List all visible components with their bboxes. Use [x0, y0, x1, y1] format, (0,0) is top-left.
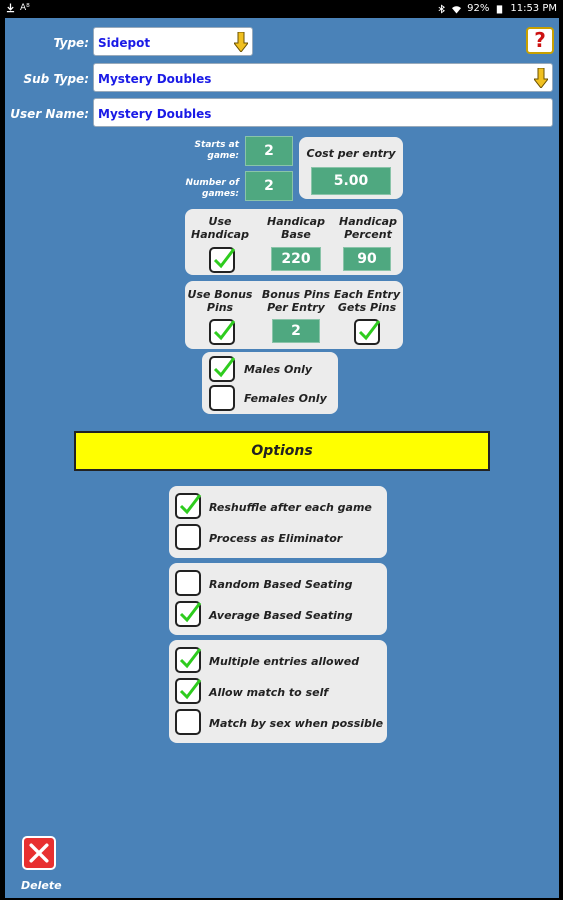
font-icon: A⁸ [20, 3, 30, 13]
username-input[interactable]: Mystery Doubles [93, 98, 553, 127]
seating-options-panel: Random Based Seating Average Based Seati… [169, 563, 387, 635]
use-handicap-checkbox[interactable] [209, 247, 236, 273]
eliminator-label: Process as Eliminator [209, 532, 343, 545]
subtype-label: Sub Type: [23, 72, 89, 86]
multiple-entries-label: Multiple entries allowed [209, 655, 360, 668]
checkmark-icon [179, 602, 202, 623]
checkmark-icon [213, 320, 236, 341]
checkmark-icon [213, 357, 236, 378]
checkmark-icon [179, 494, 202, 515]
average-seating-checkbox[interactable] [175, 601, 202, 627]
type-value: Sidepot [98, 36, 151, 50]
checkmark-icon [358, 320, 381, 341]
eliminator-checkbox[interactable] [175, 524, 201, 550]
handicap-base-input[interactable]: 220 [271, 247, 321, 271]
match-options-panel: Multiple entries allowed Allow match to … [169, 640, 387, 743]
each-entry-gets-pins-label: Each Entry Gets Pins [333, 288, 401, 314]
battery-icon [497, 4, 503, 14]
handicap-base-label: Handicap Base [267, 215, 325, 241]
females-only-label: Females Only [244, 392, 327, 405]
gender-panel: Males Only Females Only [202, 352, 338, 414]
match-by-sex-label: Match by sex when possible [209, 717, 384, 730]
username-label: User Name: [10, 107, 89, 121]
use-bonus-pins-label: Use Bonus Pins [187, 288, 253, 314]
random-seating-checkbox[interactable] [175, 570, 201, 596]
sidepot-editor-screen: Type: Sidepot ? Sub Type: Mystery Double… [5, 18, 559, 898]
handicap-percent-label: Handicap Percent [339, 215, 397, 241]
use-handicap-label: Use Handicap [191, 215, 249, 241]
reshuffle-label: Reshuffle after each game [209, 501, 372, 514]
wifi-icon [452, 5, 462, 13]
help-button[interactable]: ? [526, 27, 554, 54]
average-seating-label: Average Based Seating [209, 609, 353, 622]
close-icon [29, 843, 49, 863]
status-bar: A⁸ 92% 11:53 PM [0, 0, 563, 18]
help-icon: ? [534, 28, 546, 52]
match-to-self-checkbox[interactable] [175, 678, 202, 704]
match-by-sex-checkbox[interactable] [175, 709, 201, 735]
dropdown-arrow-icon [234, 32, 248, 52]
checkmark-icon [179, 648, 202, 669]
username-value: Mystery Doubles [98, 107, 212, 121]
checkmark-icon [213, 248, 236, 269]
each-entry-gets-pins-checkbox[interactable] [354, 319, 381, 345]
handicap-percent-input[interactable]: 90 [343, 247, 391, 271]
males-only-label: Males Only [244, 363, 313, 376]
clock: 11:53 PM [510, 3, 557, 14]
use-bonus-pins-checkbox[interactable] [209, 319, 236, 345]
match-to-self-label: Allow match to self [209, 686, 329, 699]
type-dropdown[interactable]: Sidepot [93, 27, 253, 56]
subtype-dropdown[interactable]: Mystery Doubles [93, 63, 553, 92]
multiple-entries-checkbox[interactable] [175, 647, 202, 673]
subtype-value: Mystery Doubles [98, 72, 212, 86]
starts-at-game-input[interactable]: 2 [245, 136, 293, 166]
options-header: Options [74, 431, 490, 471]
checkmark-icon [179, 679, 202, 700]
random-seating-label: Random Based Seating [209, 578, 353, 591]
bluetooth-icon [438, 4, 446, 13]
dropdown-arrow-icon [534, 68, 548, 88]
battery-percent: 92% [467, 3, 490, 14]
cost-panel: Cost per entry 5.00 [299, 137, 403, 199]
delete-label: Delete [21, 879, 62, 892]
bonus-pins-per-entry-input[interactable]: 2 [272, 319, 320, 343]
handicap-panel: Use Handicap Handicap Base 220 Handicap … [185, 209, 403, 275]
cost-per-entry-label: Cost per entry [306, 147, 396, 160]
number-of-games-input[interactable]: 2 [245, 171, 293, 201]
bonus-pins-panel: Use Bonus Pins Bonus Pins Per Entry 2 Ea… [185, 281, 403, 349]
number-of-games-label: Number of games: [185, 178, 239, 199]
bonus-pins-per-entry-label: Bonus Pins Per Entry [261, 288, 331, 314]
starts-at-game-label: Starts at game: [194, 140, 239, 161]
shuffle-options-panel: Reshuffle after each game Process as Eli… [169, 486, 387, 558]
females-only-checkbox[interactable] [209, 385, 235, 411]
reshuffle-checkbox[interactable] [175, 493, 202, 519]
males-only-checkbox[interactable] [209, 356, 236, 382]
type-label: Type: [53, 36, 89, 50]
cost-per-entry-input[interactable]: 5.00 [311, 167, 391, 195]
delete-button[interactable] [22, 836, 56, 870]
download-icon [6, 3, 15, 13]
